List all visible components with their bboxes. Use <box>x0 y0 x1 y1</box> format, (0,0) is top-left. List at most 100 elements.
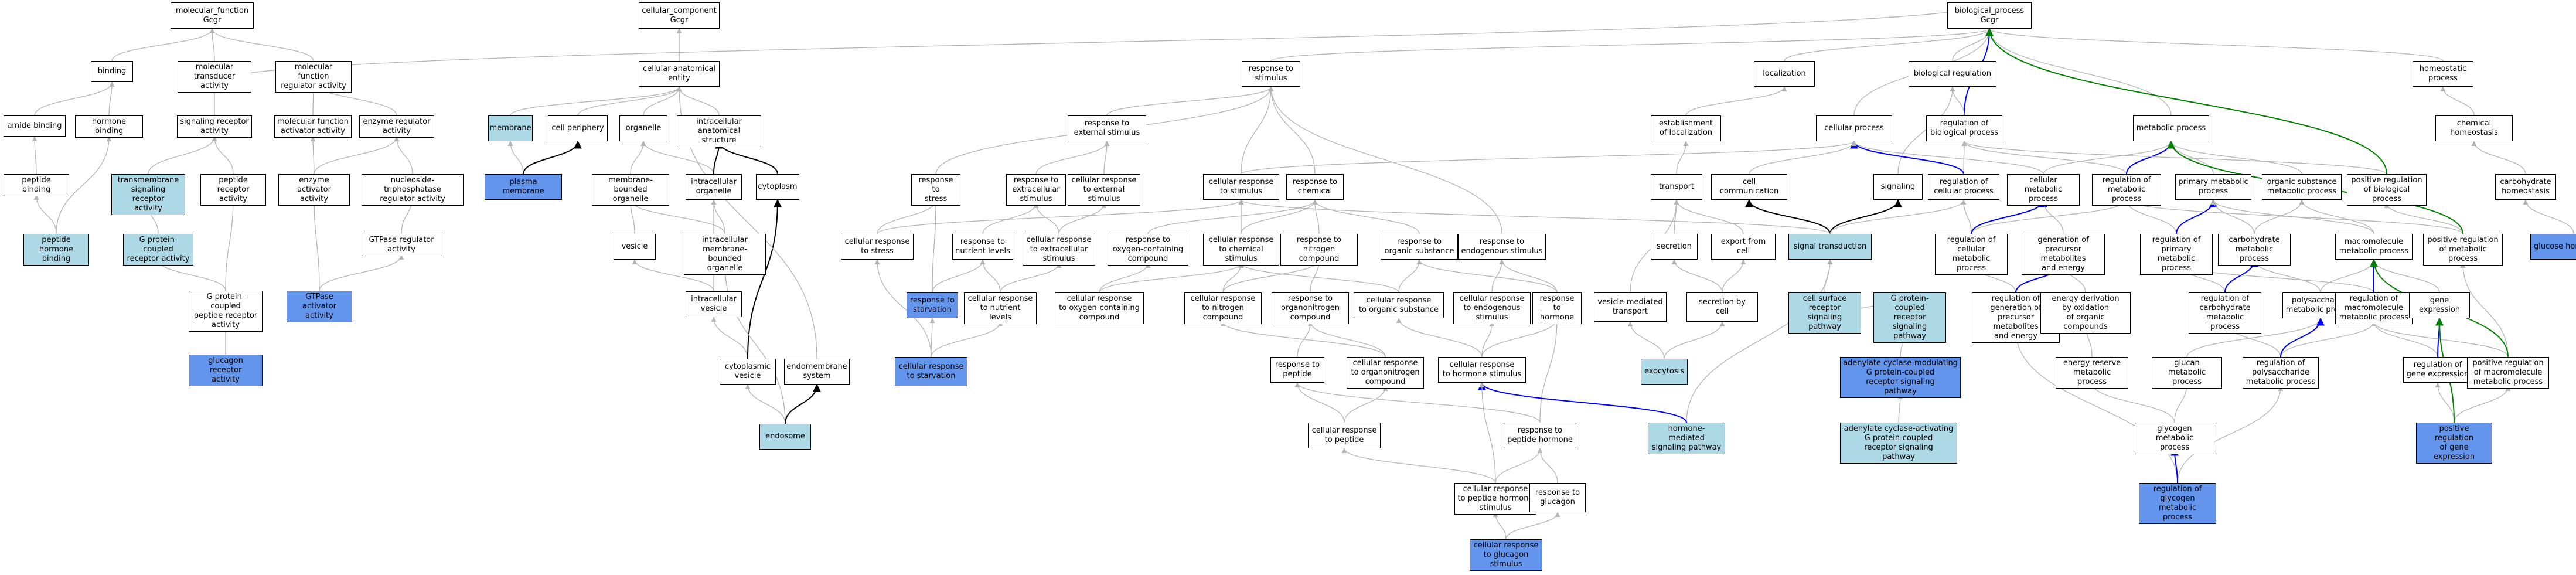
go-term-node: regulation of polysaccharide metabolic p… <box>2243 357 2319 389</box>
relation-edge-is-a <box>2013 329 2178 484</box>
relation-edge-is-a <box>676 86 720 116</box>
go-term-node: response to peptide <box>1270 357 1324 383</box>
go-term-node: glycogen metabolic process <box>2135 423 2214 454</box>
go-term-node: response to stimulus <box>1242 61 1300 87</box>
relation-edge-is-a <box>212 2 1990 83</box>
go-term-node: exocytosis <box>1641 359 1688 385</box>
relation-edge-is-a <box>1685 86 1787 116</box>
go-term-node: adenylate cyclase-modulating G protein-c… <box>1840 357 1961 398</box>
go-term-node: cellular response to hormone stimulus <box>1438 357 1526 383</box>
go-term-node: cellular_component Gcgr <box>639 2 720 29</box>
go-term-node: cellular response to stimulus <box>1203 174 1279 200</box>
relation-edge-regulates <box>2176 199 2217 234</box>
relation-edge-is-a <box>1499 259 1558 293</box>
go-term-node: secretion <box>1651 234 1698 260</box>
go-term-node: vesicle-mediated transport <box>1594 292 1667 322</box>
go-term-node: response to oxygen-containing compound <box>1108 234 1188 266</box>
go-term-node: regulation of cellular metabolic process <box>1935 234 2008 275</box>
go-term-node: cellular response to organic substance <box>1354 292 1444 318</box>
relation-edge-is-a <box>2280 321 2377 358</box>
relation-edge-is-a <box>1035 141 1110 175</box>
relation-edge-is-a <box>32 136 38 175</box>
go-term-node: regulation of gene expression <box>2403 357 2472 383</box>
relation-edge-is-a <box>877 199 1244 234</box>
relation-edge-is-a <box>1952 28 1992 62</box>
relation-edge-is-a <box>1686 259 1833 423</box>
relation-edge-is-a <box>1537 448 1558 484</box>
relation-edge-regulates <box>1850 140 1964 175</box>
relation-edge-is-a <box>2460 263 2509 358</box>
relation-edge-is-a <box>1950 86 1965 116</box>
relation-edge-is-a <box>2384 203 2463 234</box>
relation-edge-is-a <box>1268 86 1502 234</box>
go-term-node: establishment of localization <box>1651 115 1721 141</box>
go-term-node: cellular response to organonitrogen comp… <box>1347 357 1424 389</box>
go-term-node: intracellular anatomical structure <box>677 115 761 147</box>
relation-edge-is-a <box>1268 86 1316 175</box>
go-term-node: localization <box>1754 61 1815 87</box>
go-term-node: intracellular membrane-bounded organelle <box>684 234 766 275</box>
go-term-node: peptide hormone binding <box>23 234 89 266</box>
go-term-node: GTPase regulator activity <box>362 234 441 256</box>
go-term-node: hormone-mediated signaling pathway <box>1648 423 1725 454</box>
relation-edge-is-a <box>2089 382 2175 423</box>
relation-edge-is-a <box>1058 203 1107 234</box>
go-term-node: glucagon receptor activity <box>189 355 263 386</box>
go-term-node: cellular anatomical entity <box>639 61 720 87</box>
relation-edge-regulates <box>1478 382 1687 423</box>
relation-edge-is-a <box>510 86 682 116</box>
relation-edge-is-a <box>1241 199 1318 234</box>
go-term-node: organic substance metabolic process <box>2262 174 2342 200</box>
relation-edge-is-a <box>1627 321 1665 359</box>
relation-edge-is-a <box>2440 86 2475 116</box>
go-term-node: carbohydrate metabolic process <box>2218 234 2291 266</box>
go-term-node: intracellular vesicle <box>686 291 742 317</box>
relation-edge-is-a <box>2371 321 2438 358</box>
relation-edge-is-a <box>874 259 932 358</box>
relation-edge-is-a <box>1961 141 2387 175</box>
relation-edge-is-a <box>1294 382 1541 423</box>
relation-edge-is-a <box>1398 259 1422 293</box>
go-term-node: energy reserve metabolic process <box>2056 357 2128 389</box>
go-term-node: cellular process <box>1816 115 1892 141</box>
go-term-node: glucan metabolic process <box>2152 357 2222 389</box>
go-term-node: biological_process Gcgr <box>1947 2 2032 29</box>
relation-edge-is-a <box>1961 141 2127 175</box>
relation-edge-is-a <box>2043 141 2174 175</box>
go-term-node: signaling receptor activity <box>177 115 252 138</box>
go-term-node: response to organonitrogen compound <box>1272 292 1349 324</box>
go-term-node: homeostatic process <box>2413 61 2473 87</box>
go-term-node: regulation of biological process <box>1926 115 2002 141</box>
go-term-node: hormone binding <box>75 115 143 138</box>
relation-edge-is-a <box>310 136 316 175</box>
go-term-node: regulation of metabolic process <box>2092 174 2161 206</box>
go-term-node: enzyme regulator activity <box>359 115 434 138</box>
go-term-node: cellular response to endogenous stimulus <box>1453 292 1531 324</box>
go-term-node: cellular response to chemical stimulus <box>1203 234 1279 266</box>
relation-edge-is-a <box>2523 199 2574 234</box>
go-term-node: G protein-coupled receptor signaling pat… <box>1873 292 1946 343</box>
go-term-node: primary metabolic process <box>2175 174 2251 200</box>
relation-edge-is-a <box>314 136 400 175</box>
relation-edge-is-a <box>640 141 714 175</box>
go-term-node: response to extracellular stimulus <box>1006 174 1066 206</box>
relation-edge-is-a <box>111 28 215 62</box>
relation-edge-is-a <box>980 259 1001 293</box>
relation-edge-is-a <box>1106 86 1274 116</box>
relation-edge-part-of <box>523 140 582 175</box>
relation-edge-is-a <box>1241 141 1857 175</box>
relation-edge-is-a <box>148 136 217 175</box>
relation-edge-is-a <box>1103 141 1110 175</box>
go-term-node: response to starvation <box>907 292 958 318</box>
relation-edge-is-a <box>394 136 413 175</box>
relation-edge-is-a <box>2186 318 2323 358</box>
relation-edge-regulates <box>2126 140 2175 175</box>
go-term-node: chemical homeostasis <box>2435 115 2513 141</box>
relation-edge-is-a <box>2210 199 2255 234</box>
relation-edge-is-a <box>2254 199 2305 234</box>
relation-edge-is-a <box>932 199 939 293</box>
go-term-node: cellular response to starvation <box>895 357 967 386</box>
go-term-node: response to chemical <box>1286 174 1344 200</box>
go-term-node: signal transduction <box>1788 234 1872 260</box>
go-term-node: cellular response to peptide hormone sti… <box>1454 483 1536 515</box>
